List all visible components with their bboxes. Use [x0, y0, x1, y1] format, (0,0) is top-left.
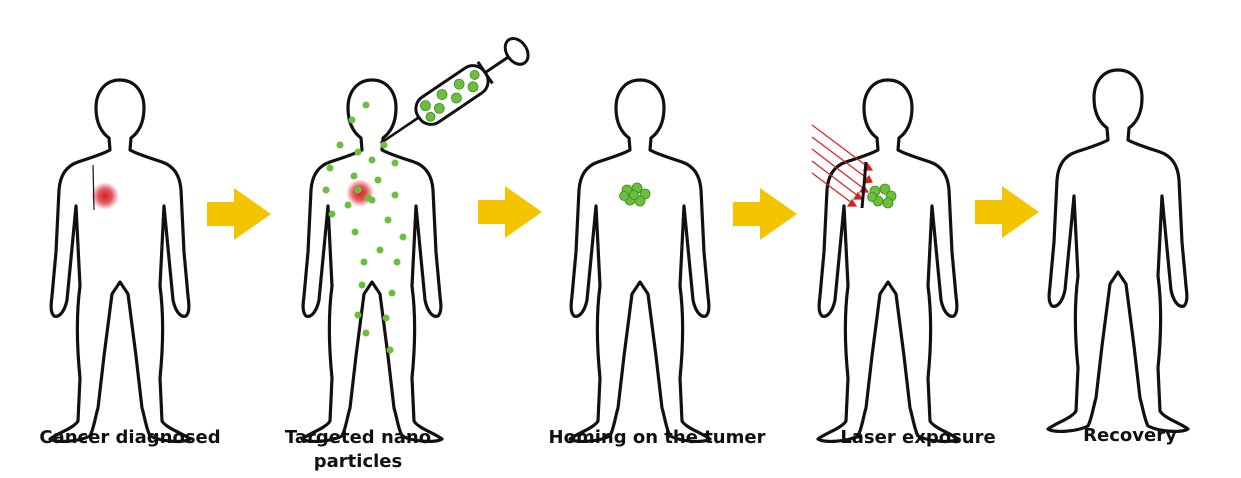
syringe-icon — [372, 33, 533, 155]
figure-laser-exposure — [812, 80, 958, 441]
step-label-targeted-nanoparticles: Targeted nano particles — [258, 426, 458, 474]
human-body-icon — [1048, 70, 1188, 431]
process-arrow-icon — [733, 188, 797, 240]
figure-homing-on-tumor — [570, 80, 710, 441]
step-label-homing-on-tumor: Homing on the tumer — [522, 426, 792, 450]
tumor-icon — [91, 182, 119, 210]
human-body-icon — [302, 80, 442, 441]
step-label-recovery: Recovery — [1040, 424, 1220, 448]
process-arrow-icon — [975, 186, 1039, 238]
human-body-icon — [50, 80, 190, 441]
figure-cancer-diagnosed — [50, 80, 190, 441]
figure-targeted-nanoparticles — [302, 33, 533, 441]
figure-recovery — [1048, 70, 1188, 431]
step-label-laser-exposure: Laser exposure — [818, 426, 1018, 450]
step-label-cancer-diagnosed: Cancer diagnosed — [20, 426, 240, 450]
human-body-icon — [818, 80, 958, 441]
process-arrow-icon — [207, 188, 271, 240]
process-arrow-icon — [478, 186, 542, 238]
human-body-icon — [570, 80, 710, 441]
